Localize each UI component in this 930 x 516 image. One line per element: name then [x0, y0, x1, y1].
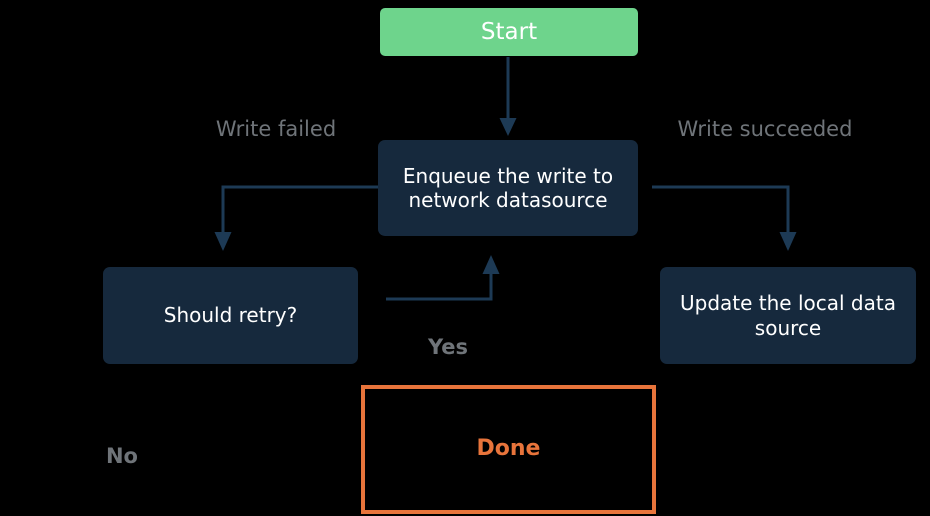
node-start-label: Start [480, 18, 538, 45]
edge-label-write-failed: Write failed [215, 117, 337, 141]
edge-enqueue-to-update [652, 185, 797, 251]
node-enqueue[interactable]: Enqueue the write to network datasource [378, 140, 638, 236]
edge-label-no: No [105, 444, 138, 468]
node-should-retry[interactable]: Should retry? [103, 267, 358, 364]
node-should-retry-label: Should retry? [163, 303, 298, 328]
edge-retry-to-enqueue [386, 255, 500, 301]
node-done-label: Done [476, 436, 541, 462]
node-start[interactable]: Start [380, 8, 638, 56]
node-enqueue-label: Enqueue the write to network datasource [402, 163, 614, 212]
node-update-local-data-source[interactable]: Update the local data source [660, 267, 916, 364]
node-update-local-data-source-label: Update the local data source [680, 291, 896, 340]
edge-enqueue-to-retry [214, 185, 378, 251]
edge-label-write-succeeded: Write succeeded [677, 117, 853, 141]
node-done[interactable]: Done [361, 385, 656, 514]
edge-label-yes: Yes [427, 335, 469, 359]
edge-start-to-enqueue [499, 57, 517, 136]
